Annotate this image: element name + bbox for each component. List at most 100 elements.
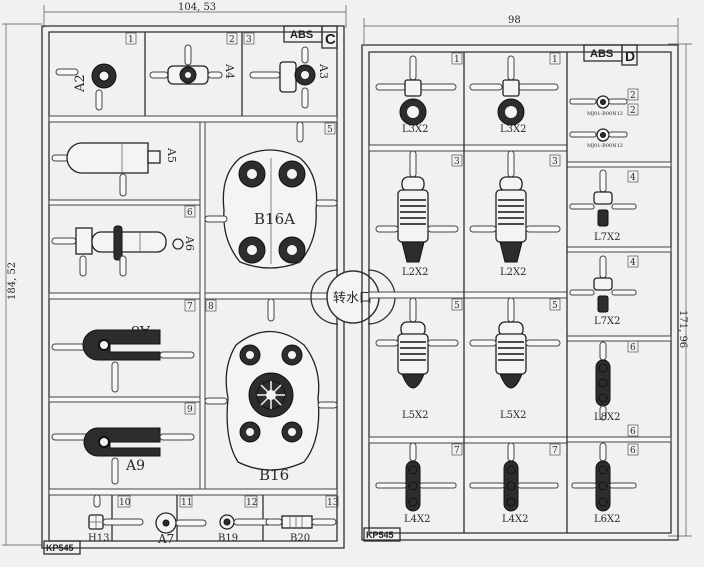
label-a5: A5 bbox=[165, 147, 178, 163]
sheet-d-letter: D bbox=[625, 48, 635, 64]
svg-text:2: 2 bbox=[630, 91, 636, 101]
svg-text:6: 6 bbox=[630, 446, 636, 456]
svg-text:5: 5 bbox=[552, 301, 558, 311]
label-l4-left: L4X2 bbox=[404, 514, 430, 525]
part-l5-right: L5X2 bbox=[469, 297, 561, 421]
svg-text:4: 4 bbox=[630, 258, 636, 268]
part-l3-left: L3X2 bbox=[375, 55, 457, 135]
svg-text:5: 5 bbox=[327, 125, 333, 135]
label-a7: A7 bbox=[157, 532, 174, 546]
label-a8: A8 bbox=[131, 322, 151, 338]
part-a5: A5 bbox=[51, 142, 178, 197]
part-b16a: B16A bbox=[204, 121, 338, 269]
part-l4-left: L4X2 bbox=[375, 442, 457, 525]
left-dimension-lines: 104, 53 184, 52 bbox=[2, 2, 347, 546]
svg-text:7: 7 bbox=[552, 446, 558, 456]
label-a9: A9 bbox=[125, 458, 145, 474]
svg-text:11: 11 bbox=[181, 498, 192, 508]
part-l2-left: L2X2 bbox=[375, 150, 459, 278]
svg-text:2: 2 bbox=[630, 106, 636, 116]
part-l8: L8X2 bbox=[594, 341, 620, 423]
part-l4-mid: L4X2 bbox=[469, 442, 559, 525]
part-b19: B19 bbox=[218, 514, 275, 544]
left-width-dimension: 104, 53 bbox=[178, 2, 216, 13]
part-l3-right: L3X2 bbox=[469, 55, 559, 135]
svg-text:3: 3 bbox=[552, 157, 558, 167]
sheet-d: ABS D KP545 1 1 2 2 3 3 4 4 5 5 6 6 7 7 … bbox=[361, 44, 679, 542]
part-b16: B16 bbox=[204, 298, 338, 484]
sheet-d-cell-numbers: 1 1 2 2 3 3 4 4 5 5 6 6 7 7 6 bbox=[451, 52, 639, 456]
part-a2: A2 bbox=[55, 63, 117, 111]
part-a4: A4 bbox=[149, 44, 236, 85]
svg-text:4: 4 bbox=[630, 173, 636, 183]
part-l6: L6X2 bbox=[571, 442, 637, 525]
sprue-connector: 转水口 bbox=[310, 269, 396, 325]
label-l3-right: L3X2 bbox=[500, 124, 526, 135]
part-l5-left: L5X2 bbox=[375, 297, 459, 421]
label-l3-left: L3X2 bbox=[402, 124, 428, 135]
label-b16a: B16A bbox=[254, 210, 295, 228]
svg-text:2: 2 bbox=[229, 35, 235, 45]
sheet-d-material: ABS bbox=[590, 48, 613, 60]
svg-text:8: 8 bbox=[208, 302, 214, 312]
label-l7-top: L7X2 bbox=[594, 232, 620, 243]
label-l2-left: L2X2 bbox=[402, 267, 428, 278]
label-small-2: MJ01-B00N12 bbox=[587, 143, 623, 149]
label-a6: A6 bbox=[183, 235, 196, 251]
label-small-1: MJ01-B00N12 bbox=[587, 111, 623, 117]
svg-text:13: 13 bbox=[327, 498, 339, 508]
label-b16: B16 bbox=[259, 466, 289, 484]
sheet-c-letter: C bbox=[325, 31, 336, 48]
svg-text:7: 7 bbox=[187, 302, 193, 312]
sheet-c-cell-numbers: 1 2 3 5 6 7 8 9 10 11 12 13 bbox=[117, 32, 339, 508]
svg-text:6: 6 bbox=[187, 208, 193, 218]
part-a6: A6 bbox=[51, 225, 196, 277]
label-b20: B20 bbox=[290, 533, 310, 544]
part-l7-top: L7X2 bbox=[569, 169, 637, 243]
label-l6: L6X2 bbox=[594, 514, 620, 525]
left-height-dimension: 184, 52 bbox=[7, 262, 18, 300]
svg-text:6: 6 bbox=[630, 343, 636, 353]
label-b19: B19 bbox=[218, 533, 238, 544]
svg-text:10: 10 bbox=[119, 498, 131, 508]
svg-text:6: 6 bbox=[630, 427, 636, 437]
sheet-c-model: KP545 bbox=[46, 543, 74, 553]
part-small-2: MJ01-B00N12 bbox=[569, 128, 628, 149]
part-a8: A8 bbox=[51, 322, 195, 393]
svg-text:12: 12 bbox=[246, 498, 257, 508]
label-a4: A4 bbox=[223, 63, 236, 79]
label-l8: L8X2 bbox=[594, 412, 620, 423]
label-a2: A2 bbox=[73, 74, 88, 93]
svg-text:3: 3 bbox=[246, 35, 252, 45]
svg-text:1: 1 bbox=[552, 55, 558, 65]
label-l7-bottom: L7X2 bbox=[594, 316, 620, 327]
label-l2-right: L2X2 bbox=[500, 267, 526, 278]
svg-text:1: 1 bbox=[128, 35, 134, 45]
part-a7: A7 bbox=[155, 512, 207, 546]
label-l4-mid: L4X2 bbox=[502, 514, 528, 525]
svg-text:1: 1 bbox=[454, 55, 460, 65]
svg-text:3: 3 bbox=[454, 157, 460, 167]
label-l5-right: L5X2 bbox=[500, 410, 526, 421]
right-height-dimension: 171, 96 bbox=[677, 310, 688, 348]
part-h13: H13 bbox=[88, 494, 144, 544]
svg-text:5: 5 bbox=[454, 301, 460, 311]
label-l5-left: L5X2 bbox=[402, 410, 428, 421]
sheet-c: ABS C KP545 1 2 3 5 6 7 8 9 10 11 12 13 … bbox=[41, 25, 345, 555]
svg-text:7: 7 bbox=[454, 446, 460, 456]
sheet-d-model: KP545 bbox=[366, 530, 394, 540]
part-small-1: MJ01-B00N12 bbox=[569, 95, 628, 117]
part-a3: A3 bbox=[249, 46, 330, 109]
svg-text:9: 9 bbox=[187, 405, 193, 415]
right-dimension-lines: 98 171, 96 bbox=[363, 15, 692, 537]
right-width-dimension: 98 bbox=[508, 15, 521, 26]
sheet-c-material: ABS bbox=[290, 29, 313, 41]
part-a9: A9 bbox=[51, 427, 195, 485]
sprue-label: 转水口 bbox=[333, 291, 372, 306]
part-l7-bottom: L7X2 bbox=[569, 255, 637, 327]
label-h13: H13 bbox=[88, 533, 109, 544]
label-a3: A3 bbox=[317, 63, 330, 79]
part-l2-right: L2X2 bbox=[469, 150, 561, 278]
part-b20: B20 bbox=[265, 515, 337, 544]
